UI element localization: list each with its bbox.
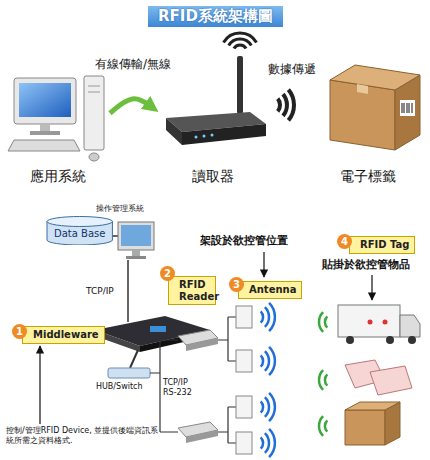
node-text: RFID Reader xyxy=(179,279,210,302)
pointer-arrow xyxy=(263,252,264,277)
callout-number: 1 xyxy=(12,324,27,339)
device-label: HUB/Switch xyxy=(96,382,143,392)
backend-computer xyxy=(112,222,154,322)
protocol-label: TCP/IP xyxy=(86,286,114,297)
node-text: Antenna xyxy=(249,284,296,296)
computer-icon xyxy=(8,76,104,161)
flow-label: 數據傳遞 xyxy=(268,62,316,77)
placement-note: 貼掛於欲控管物品 xyxy=(322,258,410,272)
node-text: 讀取器 xyxy=(192,167,234,185)
wireless-waves xyxy=(278,90,294,121)
transmission-arrow xyxy=(110,99,152,113)
leader-arrow xyxy=(39,346,40,424)
callout-number: 2 xyxy=(160,266,175,281)
node-text: 應用系統 xyxy=(30,167,86,185)
carton-icon xyxy=(330,65,420,150)
tagged-items xyxy=(319,305,420,445)
callout-box: Middleware xyxy=(22,326,105,344)
node-text: RFID Tag xyxy=(360,239,409,251)
pointer-arrow xyxy=(371,275,372,300)
reader-icon: 讀取器 xyxy=(158,40,268,185)
callout-box: RFID Tag xyxy=(349,236,415,254)
node-text: Data Base xyxy=(54,228,105,239)
database-cylinder: Data Base xyxy=(46,216,113,245)
tag-icon: 電子標籤 xyxy=(312,40,424,185)
callout-box: RFID Reader xyxy=(168,276,216,305)
callout-box: Antenna xyxy=(238,281,302,299)
node-text: 電子標籤 xyxy=(340,167,396,185)
placement-note: 架設於欲控管位置 xyxy=(200,234,288,248)
title-banner: RFID系統架構圖 xyxy=(148,6,283,27)
description-note: 控制/管理RFID Device, 並提供後端資訊系統所需之資料格式. xyxy=(6,426,166,446)
system-label: 操作管理系統 xyxy=(96,204,144,214)
antenna-panels xyxy=(236,303,275,457)
callout-number: 3 xyxy=(229,277,244,292)
edge-label: 有線傳輸/無線 xyxy=(94,57,172,72)
callout-number: 4 xyxy=(337,234,352,249)
node-text: Middleware xyxy=(33,329,99,341)
router-icon xyxy=(166,33,266,145)
protocol-label: TCP/IP RS-232 xyxy=(163,378,197,398)
